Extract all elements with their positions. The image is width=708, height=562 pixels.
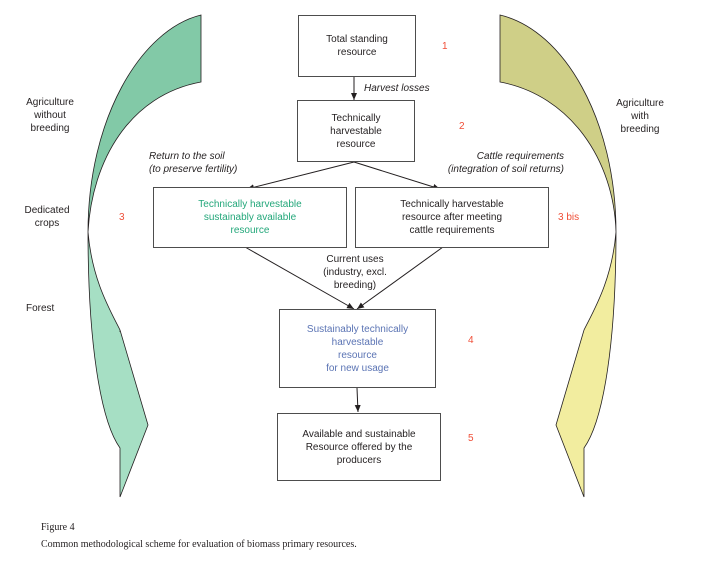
label-cattle-requirements: Cattle requirements (integration of soil… <box>447 151 564 175</box>
figure-number: Figure 4 <box>41 522 75 533</box>
label-current-uses: Current uses (industry, excl. breeding) <box>323 254 387 291</box>
step-number-3: 3 <box>119 212 125 223</box>
box-cattle-text: Technically harvestable resource after m… <box>400 199 504 236</box>
label-agriculture-with-breeding: Agriculture with breeding <box>616 98 664 135</box>
step-number-5: 5 <box>468 433 474 444</box>
figure-caption: Common methodological scheme for evaluat… <box>41 539 357 550</box>
label-agriculture-without-breeding: Agriculture without breeding <box>26 97 74 134</box>
arrow-sustainable-to-new-usage <box>244 246 355 310</box>
label-harvest-losses: Harvest losses <box>364 83 430 94</box>
label-return-to-soil: Return to the soil (to preserve fertilit… <box>149 151 238 175</box>
box-new-usage: Sustainably technically harvestable reso… <box>279 309 436 388</box>
step-number-4: 4 <box>468 335 474 346</box>
box-sustainable-text: Technically harvestable sustainably avai… <box>198 199 302 236</box>
right-curved-arrow-shape <box>499 14 617 498</box>
box-technically-harvestable: Technically harvestable resource <box>297 100 415 162</box>
box-offered-text: Available and sustainable Resource offer… <box>302 428 416 466</box>
step-number-2: 2 <box>459 121 465 132</box>
arrow-harvestable-to-cattle <box>353 161 441 190</box>
label-forest: Forest <box>26 303 55 314</box>
label-dedicated-crops: Dedicated crops <box>24 205 70 229</box>
box-total-standing-resource: Total standing resource <box>298 15 416 77</box>
box-harvestable-text: Technically harvestable resource <box>330 112 382 150</box>
step-number-1: 1 <box>442 41 448 52</box>
box-total-text: Total standing resource <box>326 34 388 58</box>
arrow-new-usage-to-offered <box>354 387 361 413</box>
left-curved-arrow-shape <box>87 14 202 498</box>
step-number-3bis: 3 bis <box>558 212 580 223</box>
box-new-usage-text: Sustainably technically harvestable reso… <box>306 323 409 374</box>
box-sustainably-available: Technically harvestable sustainably avai… <box>153 187 347 248</box>
box-after-cattle: Technically harvestable resource after m… <box>355 187 549 248</box>
arrow-harvestable-to-sustainable <box>246 161 355 191</box>
box-offered-by-producers: Available and sustainable Resource offer… <box>277 413 441 481</box>
arrow-cattle-to-new-usage <box>356 246 444 310</box>
